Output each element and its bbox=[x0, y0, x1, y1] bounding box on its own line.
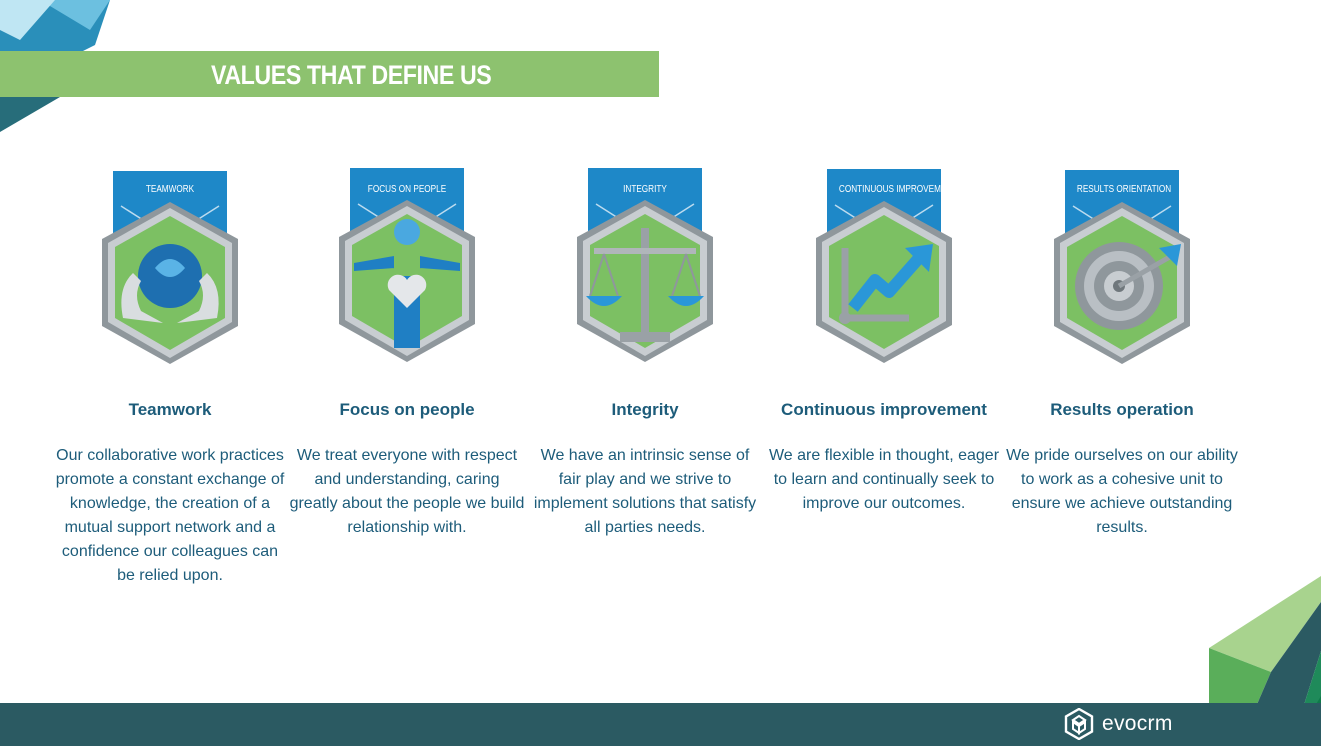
value-description: We have an intrinsic sense of fair play … bbox=[533, 447, 757, 536]
value-card-teamwork: TEAMWORK Teamwork Our collaborative work… bbox=[50, 168, 290, 588]
value-description: We treat everyone with respect and under… bbox=[289, 447, 525, 536]
target-dart-icon bbox=[1054, 170, 1190, 364]
footer-bar bbox=[0, 703, 1321, 746]
badge-label: CONTINUOUS IMPROVEMENT bbox=[838, 184, 958, 195]
badge-integrity: INTEGRITY bbox=[570, 168, 720, 368]
scales-icon bbox=[577, 168, 713, 362]
badge-label: TEAMWORK bbox=[145, 184, 195, 195]
person-heart-icon bbox=[339, 168, 475, 362]
badge-label: RESULTS ORIENTATION bbox=[1076, 184, 1172, 195]
title-banner: VALUES THAT DEFINE US bbox=[0, 51, 659, 97]
value-description: We pride ourselves on our ability to wor… bbox=[1006, 447, 1238, 536]
badge-label: FOCUS ON PEOPLE bbox=[367, 184, 447, 195]
trend-arrow-icon bbox=[816, 169, 952, 363]
hands-puzzle-icon bbox=[102, 171, 238, 364]
value-card-results-orientation: RESULTS ORIENTATION Results operation We… bbox=[1002, 168, 1242, 540]
evocrm-logo: evocrm bbox=[1063, 706, 1173, 742]
value-heading: Focus on people bbox=[339, 400, 475, 419]
badge-focus-on-people: FOCUS ON PEOPLE bbox=[332, 168, 482, 368]
value-description: Our collaborative work practices promote… bbox=[55, 447, 285, 584]
badge-continuous-improvement: CONTINUOUS IMPROVEMENT bbox=[809, 168, 959, 368]
value-heading: Teamwork bbox=[128, 400, 212, 419]
value-heading: Integrity bbox=[611, 400, 679, 419]
badge-teamwork: TEAMWORK bbox=[95, 168, 245, 368]
value-card-continuous-improvement: CONTINUOUS IMPROVEMENT Continuous improv… bbox=[764, 168, 1004, 516]
value-card-integrity: INTEGRITY Integrity We have an intrinsic… bbox=[525, 168, 765, 540]
value-description: We are flexible in thought, eager to lea… bbox=[768, 447, 1000, 512]
badge-results-orientation: RESULTS ORIENTATION bbox=[1047, 168, 1197, 368]
evocrm-logo-icon bbox=[1064, 708, 1094, 740]
badge-label: INTEGRITY bbox=[623, 184, 667, 195]
value-card-focus-on-people: FOCUS ON PEOPLE Focus on people We treat… bbox=[287, 168, 527, 540]
page-title: VALUES THAT DEFINE US bbox=[211, 60, 492, 90]
value-heading: Continuous improvement bbox=[781, 400, 987, 419]
logo-text: evocrm bbox=[1102, 712, 1173, 735]
value-heading: Results operation bbox=[1050, 400, 1194, 419]
